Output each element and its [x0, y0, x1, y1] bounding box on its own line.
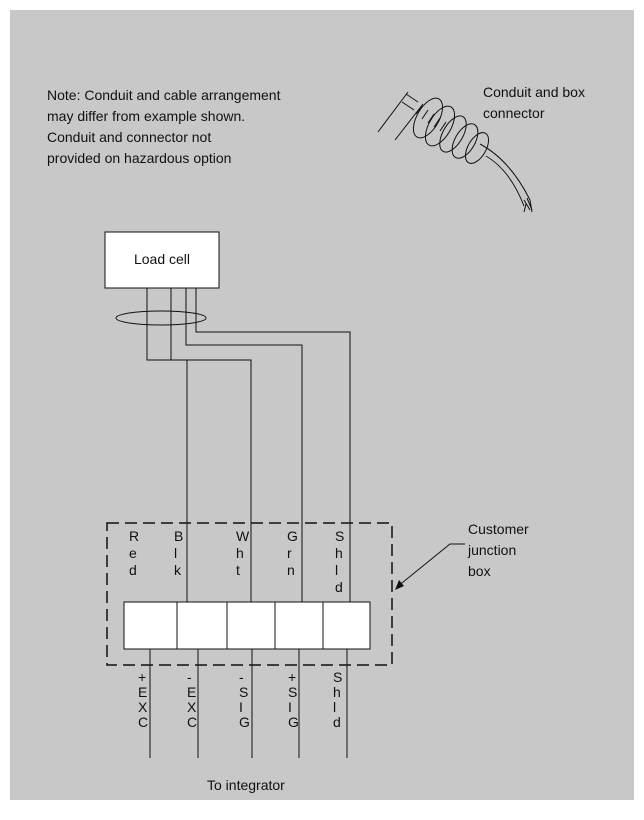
terminal-block	[123, 601, 371, 650]
connector-label-line: Conduit and box	[483, 84, 585, 100]
terminal	[274, 601, 324, 650]
conduit-connector-icon	[377, 91, 533, 213]
junction-box-label-line: Customer	[468, 521, 529, 537]
junction-box-pointer	[396, 543, 465, 588]
junction-box-pointer-arrowhead	[395, 580, 404, 590]
terminal	[123, 601, 178, 650]
to-integrator-label: To integrator	[207, 777, 285, 793]
terminal-input-wires	[186, 520, 351, 602]
junction-box-label-line: junction	[467, 542, 516, 558]
terminal	[322, 601, 371, 650]
output-wires	[149, 649, 348, 758]
junction-box-label-line: box	[468, 563, 491, 579]
note-line: may differ from example shown.	[47, 108, 245, 124]
note-line: provided on hazardous option	[47, 150, 231, 166]
load-cell-label: Load cell	[134, 251, 190, 267]
connector-label-line: connector	[483, 105, 545, 121]
wiring-diagram: Note: Conduit and cable arrangement may …	[47, 84, 585, 793]
load-cell-box	[104, 231, 220, 289]
diagram-canvas: Note: Conduit and cable arrangement may …	[10, 10, 634, 800]
terminal	[226, 601, 276, 650]
wire-paths	[146, 288, 351, 520]
customer-junction-box	[106, 522, 393, 666]
terminal	[176, 601, 228, 650]
note-line: Note: Conduit and cable arrangement	[47, 87, 281, 103]
note-line: Conduit and connector not	[47, 129, 211, 145]
cable-bundle	[115, 310, 207, 326]
